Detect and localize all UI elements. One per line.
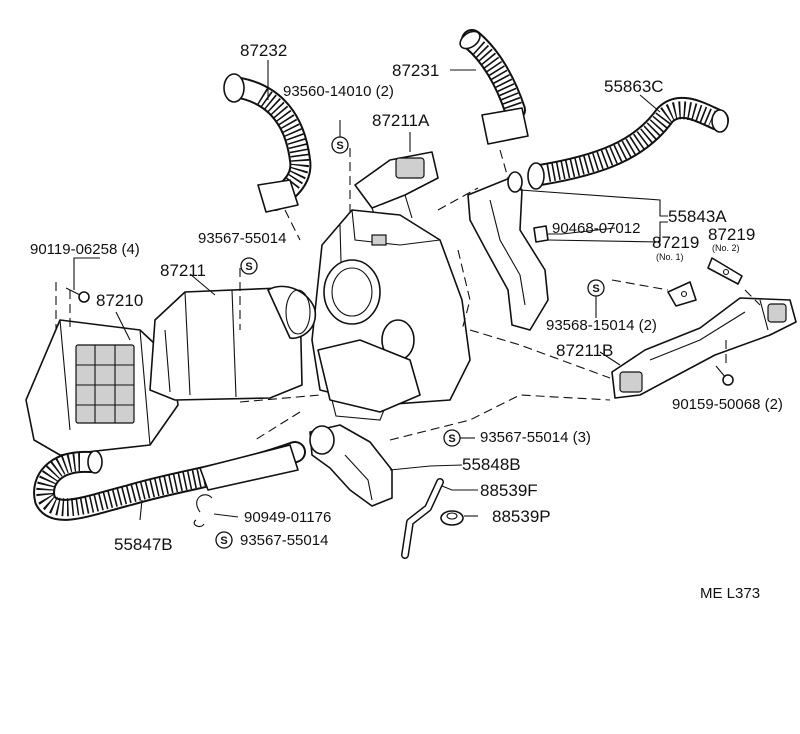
bolt-90159: [715, 365, 734, 386]
symbol-s-5: S: [215, 531, 233, 549]
screw-90468: [533, 225, 549, 243]
callout-labels: 87232 93560-14010 (2) 87231 55863C 87211…: [30, 41, 783, 602]
label-87210: 87210: [96, 291, 143, 310]
label-93567-55014-a: 93567-55014: [198, 230, 286, 247]
label-87232: 87232: [240, 41, 287, 60]
label-87211b: 87211B: [556, 341, 613, 360]
symbol-s-2: S: [240, 257, 258, 275]
svg-text:S: S: [592, 283, 599, 295]
label-88539f: 88539F: [480, 481, 538, 500]
reference-code: ME L373: [700, 585, 760, 602]
label-90159-50068: 90159-50068 (2): [672, 396, 783, 413]
bolt-90119: [65, 287, 90, 303]
label-55863c: 55863C: [604, 77, 664, 96]
label-87219-no2: 87219: [708, 225, 755, 244]
label-90119-06258: 90119-06258 (4): [30, 241, 140, 258]
housing-87211: [149, 285, 316, 401]
symbol-s-1: S: [331, 136, 349, 154]
label-93567-55014-b: 93567-55014 (3): [480, 429, 591, 446]
label-88539p: 88539P: [492, 507, 551, 526]
duct-55848b: [309, 424, 393, 507]
bracket-87219-no2: [707, 257, 743, 285]
assembly-lines: [55, 148, 761, 441]
label-90949-01176: 90949-01176: [244, 509, 331, 526]
svg-text:S: S: [245, 261, 252, 273]
clip-90949: [193, 494, 213, 528]
heater-case: [311, 209, 471, 421]
bracket-87219-no1: [667, 281, 697, 307]
hose-87231: [459, 29, 529, 145]
label-55843a: 55843A: [668, 207, 727, 226]
duct-87211a: [354, 151, 439, 231]
leader-lines: [73, 60, 668, 521]
label-87211a: 87211A: [372, 111, 430, 130]
hose-87232: [223, 73, 312, 213]
hose-55847b: [33, 441, 306, 521]
hose-55863c: [527, 96, 729, 190]
label-87211: 87211: [160, 261, 206, 280]
label-93567-55014-c: 93567-55014: [240, 532, 328, 549]
svg-text:S: S: [448, 433, 455, 445]
label-87231: 87231: [392, 61, 439, 80]
symbol-s-3: S: [587, 279, 605, 297]
symbol-s-4: S: [443, 429, 461, 447]
label-90468-07012: 90468-07012: [552, 220, 640, 237]
tube-88539f: [401, 478, 444, 559]
svg-text:S: S: [336, 140, 343, 152]
label-87219-no1: 87219: [652, 233, 699, 252]
duct-55843a: [467, 171, 549, 331]
label-93568-15014: 93568-15014 (2): [546, 317, 657, 334]
label-87219-no1-sub: (No. 1): [656, 252, 684, 262]
blower-87210: [25, 319, 179, 456]
label-93560-14010: 93560-14010 (2): [283, 83, 394, 100]
svg-text:S: S: [220, 535, 227, 547]
label-87219-no2-sub: (No. 2): [712, 243, 740, 253]
duct-87211b: [611, 297, 797, 399]
label-55848b: 55848B: [462, 455, 521, 474]
label-55847b: 55847B: [114, 535, 173, 554]
grommet-88539p: [440, 510, 464, 526]
